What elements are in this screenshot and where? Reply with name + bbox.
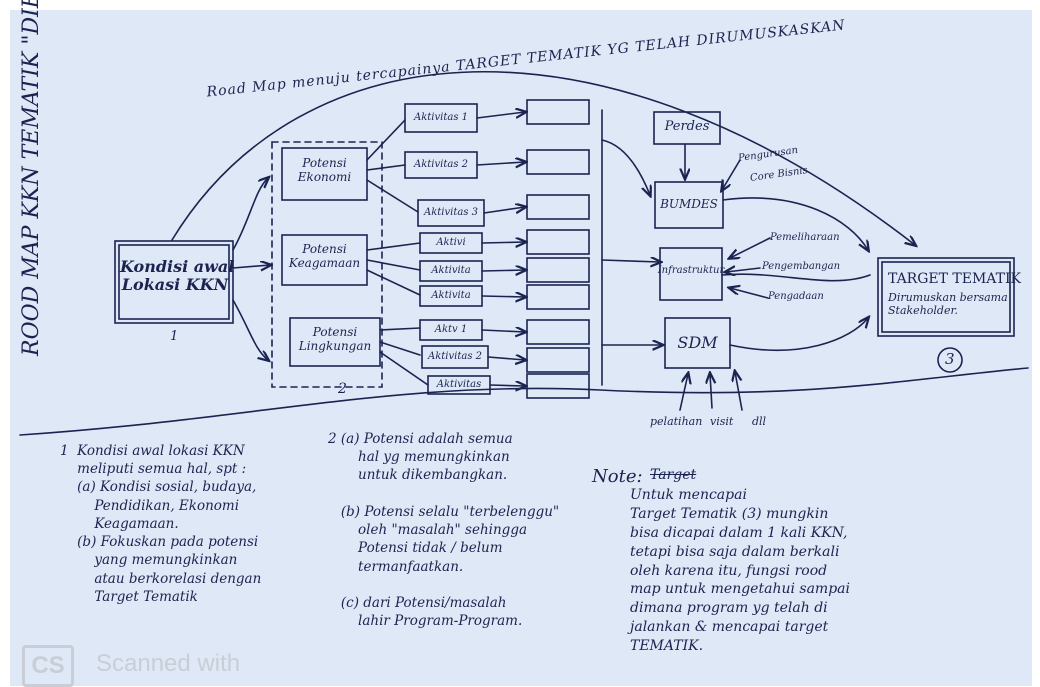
activity-label: Aktv 1	[434, 324, 468, 335]
box-potensi-ekonomi	[281, 147, 368, 201]
note-column-3-struck: Target	[650, 467, 697, 483]
box-perdes	[653, 111, 721, 145]
label-potensi-lingkungan: Potensi Lingkungan	[298, 325, 372, 353]
activity-arrow	[481, 296, 525, 297]
activity-arrow	[487, 357, 525, 360]
box-target	[877, 257, 1015, 337]
activity-arrow	[476, 162, 525, 165]
watermark-text: Scanned with	[96, 650, 241, 677]
vertical-title: ROOD MAP KKN TEMATIK "DIENG"	[19, 0, 44, 356]
label-bumdes: BUMDES	[660, 197, 718, 211]
activity-arrow	[481, 242, 525, 243]
potensi-group	[271, 141, 383, 388]
activity-arrow	[489, 385, 525, 386]
program-box	[526, 257, 590, 283]
note-column-3: Untuk mencapai Target Tematik (3) mungki…	[630, 487, 850, 655]
target-sub: Dirumuskan bersama Stakeholder.	[888, 291, 1008, 317]
activity-label: Aktivitas 2	[428, 351, 482, 362]
label-pengembangan: Pengembangan	[762, 261, 841, 272]
label-dll: dll	[752, 415, 767, 428]
program-box	[526, 319, 590, 345]
label-sdm: SDM	[677, 333, 718, 352]
target-number: 3	[945, 350, 955, 368]
label-pemeliharaan: Pemeliharaan	[770, 232, 840, 243]
activity-label: Aktivitas 1	[414, 112, 468, 123]
note-column-3-heading: Note:	[592, 466, 643, 487]
activity-label: Aktivi	[436, 237, 466, 248]
label-perdes: Perdes	[664, 119, 710, 134]
program-box	[526, 284, 590, 310]
start-title: Kondisi awal Lokasi KKN	[120, 257, 235, 295]
box-bumdes	[654, 181, 724, 229]
start-box	[114, 240, 234, 324]
activity-label: Aktivita	[431, 290, 471, 301]
start-number: 1	[170, 329, 179, 344]
activity-arrow	[476, 112, 525, 118]
activity-label: Aktivitas 2	[414, 159, 468, 170]
note-column-1: 1 Kondisi awal lokasi KKN meliputi semua…	[60, 443, 262, 605]
label-potensi-ekonomi: Potensi Ekonomi	[297, 156, 352, 184]
group-number: 2	[338, 381, 347, 397]
activity-label: Aktivitas 3	[424, 207, 478, 218]
activity-label: Aktivitas	[436, 379, 482, 390]
note-column-2: 2 (a) Potensi adalah semua hal yg memung…	[328, 431, 560, 630]
activity-label: Aktivita	[431, 265, 471, 276]
activity-arrow	[483, 207, 525, 213]
activity-arrow	[481, 270, 525, 271]
box-sdm	[664, 317, 731, 369]
roadmap-arc	[171, 70, 915, 245]
activity-arrow	[481, 330, 525, 332]
program-box	[526, 229, 590, 255]
program-box	[526, 194, 590, 220]
label-potensi-keagamaan: Potensi Keagamaan	[288, 242, 361, 270]
program-box	[526, 347, 590, 373]
label-visit: visit	[710, 415, 734, 428]
horizon-line	[19, 367, 1029, 436]
label-infrastruktur: Infrastruktur	[657, 265, 725, 276]
target-title: TARGET TEMATIK	[888, 271, 1021, 287]
watermark-badge: CS	[22, 645, 74, 687]
program-box	[526, 149, 590, 175]
paper-background	[10, 10, 1032, 686]
program-box	[526, 99, 590, 125]
program-box	[526, 373, 590, 399]
label-pengadaan: Pengadaan	[768, 291, 824, 302]
label-pelatihan: pelatihan	[650, 415, 703, 428]
